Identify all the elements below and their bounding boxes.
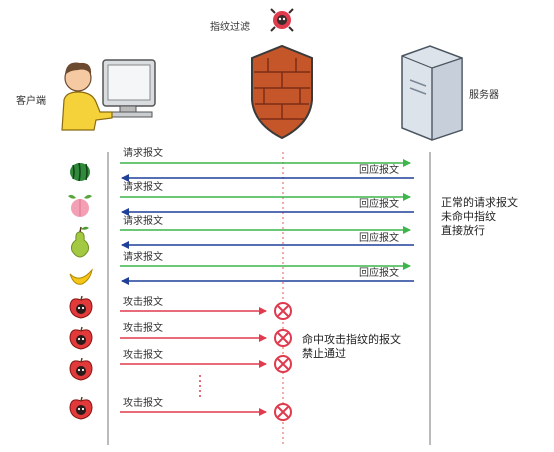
client-computer-icon (61, 59, 156, 131)
server-icon (401, 45, 463, 141)
response-label: 回应报文 (359, 199, 399, 210)
filter-label: 指纹过滤 (210, 22, 250, 33)
request-label: 请求报文 (123, 148, 163, 159)
blocked-icon (274, 329, 292, 347)
blocked-icon (274, 302, 292, 320)
server-label: 服务器 (469, 90, 499, 101)
attack-note-line: 命中攻击指纹的报文 (302, 333, 401, 346)
ellipsis-dots (199, 375, 201, 397)
attack-label: 攻击报文 (123, 323, 163, 334)
bad-apple-icon (69, 326, 93, 350)
client-label: 客户端 (16, 96, 46, 107)
blocked-icon (274, 403, 292, 421)
bad-apple-icon (69, 357, 93, 381)
attack-label: 攻击报文 (123, 398, 163, 409)
request-label: 请求报文 (123, 182, 163, 193)
virus-icon (270, 8, 294, 32)
peach-icon (68, 194, 92, 217)
response-label: 回应报文 (359, 268, 399, 279)
normal-note-line: 正常的请求报文 (441, 196, 518, 209)
bad-apple-icon (69, 295, 93, 319)
attack-label: 攻击报文 (123, 297, 163, 308)
normal-note-line: 直接放行 (441, 224, 485, 237)
response-label: 回应报文 (359, 165, 399, 176)
attack-note: 命中攻击指纹的报文 禁止通过 (302, 333, 401, 361)
blocked-icon (274, 355, 292, 373)
normal-note: 正常的请求报文 未命中指纹 直接放行 (441, 196, 518, 238)
request-label: 请求报文 (123, 216, 163, 227)
pear-icon (71, 226, 89, 258)
banana-icon (69, 268, 93, 285)
normal-note-line: 未命中指纹 (441, 210, 496, 223)
shield-icon (251, 44, 313, 140)
response-label: 回应报文 (359, 233, 399, 244)
request-label: 请求报文 (123, 252, 163, 263)
attack-note-line: 禁止通过 (302, 347, 346, 360)
watermelon-icon (70, 162, 90, 182)
attack-label: 攻击报文 (123, 350, 163, 361)
bad-apple-icon (69, 396, 93, 420)
